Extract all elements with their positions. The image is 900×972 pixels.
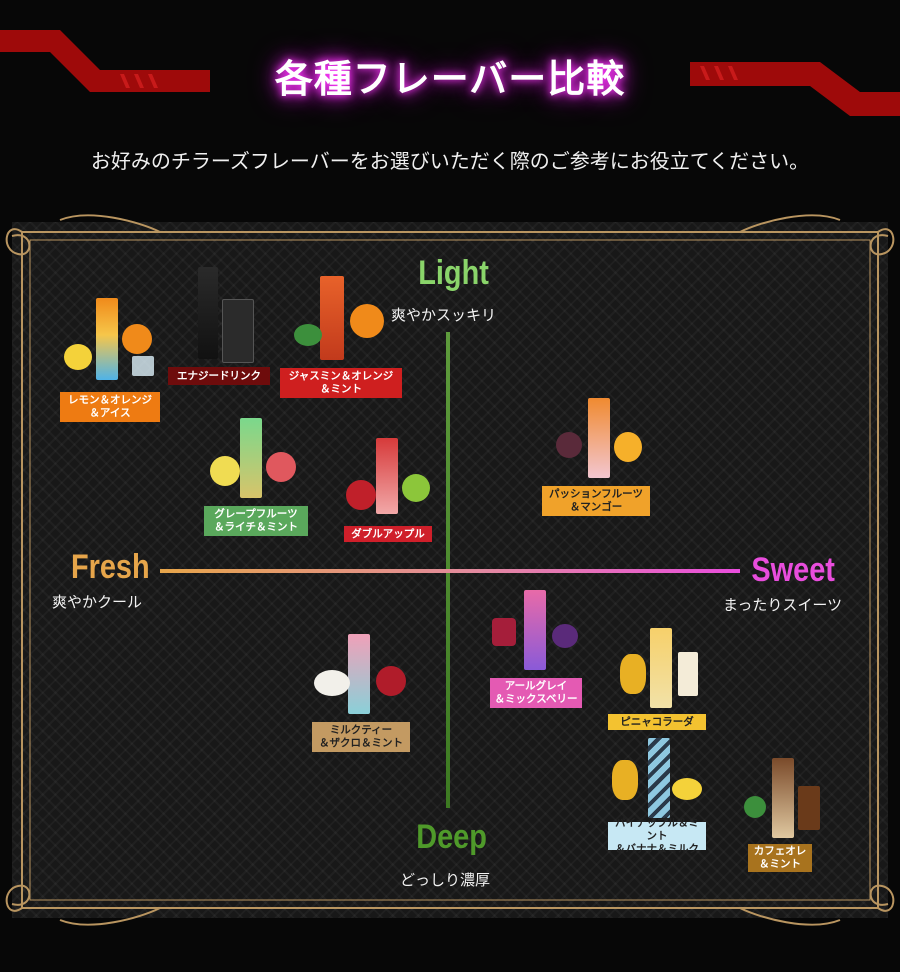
vape-device-image <box>96 298 118 380</box>
flavor-label: レモン＆オレンジ ＆アイス <box>60 392 160 422</box>
flavor-item-lemon: レモン＆オレンジ ＆アイス <box>60 296 160 424</box>
orange-image <box>122 324 152 354</box>
flavor-label: パッションフルーツ ＆マンゴー <box>542 486 650 516</box>
red-apple-image <box>346 480 376 510</box>
flavor-label: エナジードリンク <box>168 367 270 385</box>
vape-device-image <box>240 418 262 498</box>
flavor-item-milk-tea: ミルクティー ＆ザクロ＆ミント <box>312 632 410 754</box>
pineapple-image <box>620 654 646 694</box>
vape-device-image <box>348 634 370 714</box>
flavor-item-cafe-au-lait: カフェオレ ＆ミント <box>744 756 824 874</box>
vape-device-image <box>198 267 218 359</box>
flavor-item-jasmine: ジャスミン＆オレンジ ＆ミント <box>280 274 402 400</box>
page-title: 各種フレーバー比較 <box>274 57 626 101</box>
axis-subtitle-deep: どっしり濃厚 <box>400 871 491 889</box>
flavor-label: ダブルアップル <box>344 526 432 542</box>
mint-image <box>294 324 322 346</box>
axis-title-sweet: Sweet <box>751 551 835 589</box>
red-stripe-decoration-right <box>690 62 900 116</box>
green-apple-image <box>402 474 430 502</box>
flavor-item-double-apple: ダブルアップル <box>344 436 432 544</box>
vape-device-image <box>648 738 670 818</box>
iced-coffee-glass-image <box>798 786 820 830</box>
horizontal-axis-line <box>160 569 740 573</box>
flavor-label: ジャスミン＆オレンジ ＆ミント <box>280 368 402 398</box>
orange-image <box>350 304 384 338</box>
axis-title-fresh: Fresh <box>70 548 150 586</box>
lychee-image <box>266 452 296 482</box>
pineapple-image <box>612 760 638 800</box>
flavor-item-earl-grey: アールグレイ ＆ミックスベリー <box>490 588 582 710</box>
axis-subtitle-fresh: 爽やかクール <box>52 593 143 611</box>
vape-device-image <box>650 628 672 708</box>
flavor-label: パイナップル＆ミント ＆バナナ＆ミルク <box>608 817 706 855</box>
axis-title-deep: Deep <box>416 818 487 856</box>
flavor-label: アールグレイ ＆ミックスベリー <box>490 678 582 708</box>
berries-image <box>552 624 578 648</box>
grapefruit-image <box>210 456 240 486</box>
passionfruit-image <box>556 432 582 458</box>
flavor-item-passion: パッションフルーツ ＆マンゴー <box>542 396 650 518</box>
vape-device-image <box>524 590 546 670</box>
pomegranate-image <box>376 666 406 696</box>
mango-image <box>614 432 642 462</box>
mint-image <box>744 796 766 818</box>
ice-cube-image <box>132 356 154 376</box>
flavor-item-grapefruit: グレープフルーツ ＆ライチ＆ミント <box>204 416 308 538</box>
flavor-item-energy: エナジードリンク <box>168 265 270 387</box>
red-stripe-decoration-left <box>0 30 210 92</box>
flavor-item-pineapple-banana: パイナップル＆ミント ＆バナナ＆ミルク <box>608 736 706 855</box>
vape-device-image <box>588 398 610 478</box>
axis-title-light: Light <box>418 254 489 292</box>
jam-jar-image <box>492 618 516 646</box>
vape-device-image <box>320 276 344 360</box>
vape-device-image <box>376 438 398 514</box>
flavor-label: ピニャコラーダ <box>608 714 706 730</box>
cocktail-glass-image <box>678 652 698 696</box>
flavor-label: グレープフルーツ ＆ライチ＆ミント <box>204 506 308 536</box>
lemon-image <box>64 344 92 370</box>
page-subtitle: お好みのチラーズフレーバーをお選びいただく際のご参考にお役立てください。 <box>90 149 810 173</box>
axis-subtitle-sweet: まったりスイーツ <box>723 596 843 614</box>
axis-subtitle-light: 爽やかスッキリ <box>391 306 497 324</box>
vape-device-image <box>772 758 794 838</box>
flavor-label: ミルクティー ＆ザクロ＆ミント <box>312 722 410 752</box>
flavor-label: カフェオレ ＆ミント <box>748 844 812 872</box>
banana-image <box>672 778 702 800</box>
energy-can-image <box>222 299 254 363</box>
flavor-item-pina-colada: ピニャコラーダ <box>608 626 706 732</box>
tea-cup-image <box>314 670 350 696</box>
